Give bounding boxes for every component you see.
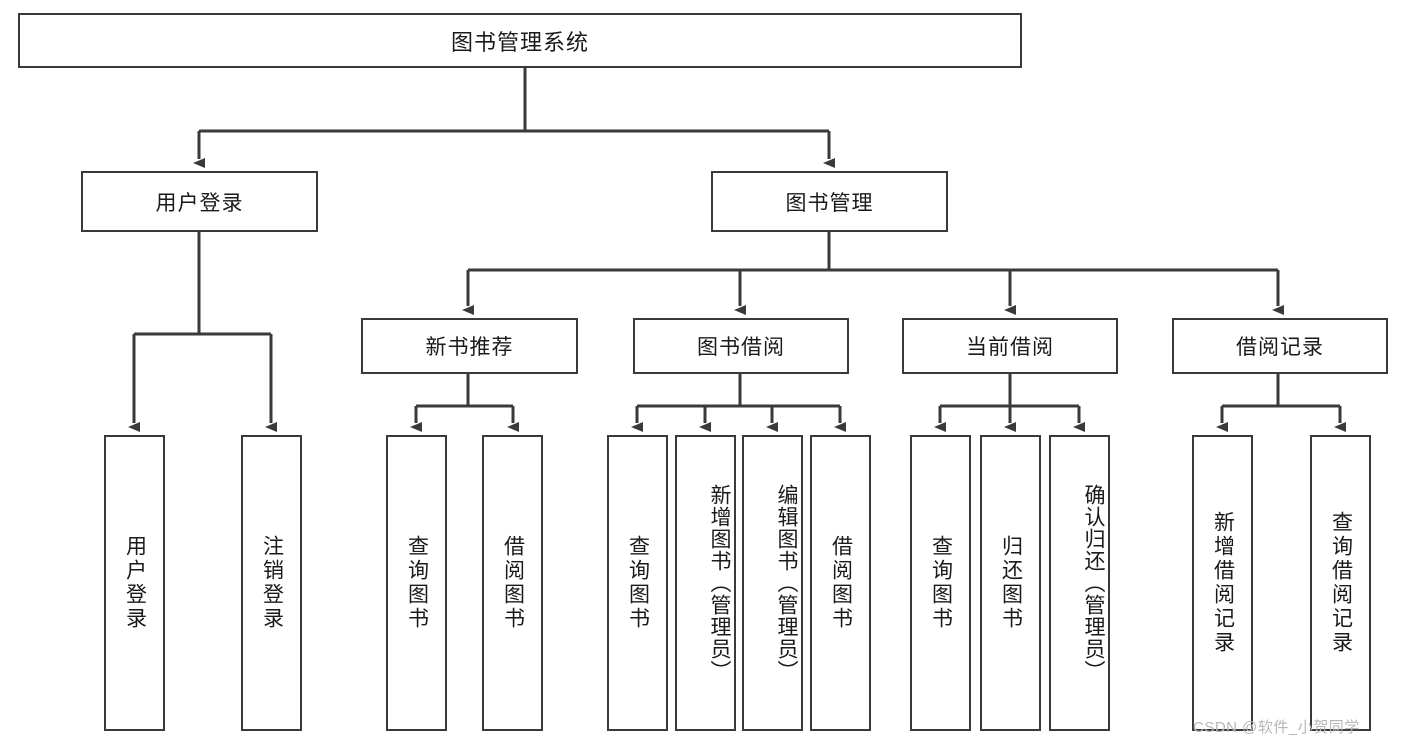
node-borrow-book-borrow[interactable]: 借阅图书 <box>810 435 871 731</box>
node-label: 新书推荐 <box>425 336 514 359</box>
node-label: 注销登录 <box>260 535 284 631</box>
node-query-borrow-record[interactable]: 查询借阅记录 <box>1310 435 1371 731</box>
node-label: 借阅图书 <box>501 535 525 631</box>
node-label: 借阅图书 <box>829 535 853 631</box>
node-label: 用户登录 <box>155 191 244 215</box>
node-label: 借阅记录 <box>1236 336 1324 359</box>
csdn-watermark: CSDN @软件_小贺同学 <box>1193 719 1360 736</box>
node-label: 新增借阅记录 <box>1211 511 1235 655</box>
node-current-borrow[interactable]: 当前借阅 <box>902 318 1118 374</box>
node-add-borrow-record[interactable]: 新增借阅记录 <box>1192 435 1253 731</box>
node-label: 图书管理系统 <box>450 29 589 55</box>
node-query-book-current[interactable]: 查询图书 <box>910 435 971 731</box>
node-label: 当前借阅 <box>966 336 1054 359</box>
node-book-borrow[interactable]: 图书借阅 <box>633 318 849 374</box>
node-label: 图书管理 <box>785 191 874 215</box>
node-new-book-recommend[interactable]: 新书推荐 <box>361 318 578 374</box>
node-root-book-management-system[interactable]: 图书管理系统 <box>18 13 1022 68</box>
node-query-book-borrow[interactable]: 查询图书 <box>607 435 668 731</box>
node-borrow-record[interactable]: 借阅记录 <box>1172 318 1388 374</box>
node-confirm-return-admin[interactable]: 确认归还（管理员） <box>1049 435 1110 731</box>
node-borrow-book-recommend[interactable]: 借阅图书 <box>482 435 543 731</box>
node-label: 查询图书 <box>405 535 429 631</box>
node-label: 归还图书 <box>999 535 1023 631</box>
node-label: 编辑图书（管理员） <box>775 484 798 682</box>
node-label: 用户登录 <box>123 535 147 631</box>
node-user-login[interactable]: 用户登录 <box>81 171 318 232</box>
node-label: 图书借阅 <box>697 336 785 359</box>
node-edit-book-admin[interactable]: 编辑图书（管理员） <box>742 435 803 731</box>
node-label: 查询图书 <box>929 535 953 631</box>
node-label: 确认归还（管理员） <box>1082 484 1105 682</box>
node-add-book-admin[interactable]: 新增图书（管理员） <box>675 435 736 731</box>
node-label: 新增图书（管理员） <box>708 484 731 682</box>
node-user-logout-leaf[interactable]: 注销登录 <box>241 435 302 731</box>
node-user-login-leaf[interactable]: 用户登录 <box>104 435 165 731</box>
node-label: 查询借阅记录 <box>1329 511 1353 655</box>
node-label: 查询图书 <box>626 535 650 631</box>
node-query-book-recommend[interactable]: 查询图书 <box>386 435 447 731</box>
node-book-management[interactable]: 图书管理 <box>711 171 948 232</box>
node-return-book[interactable]: 归还图书 <box>980 435 1041 731</box>
